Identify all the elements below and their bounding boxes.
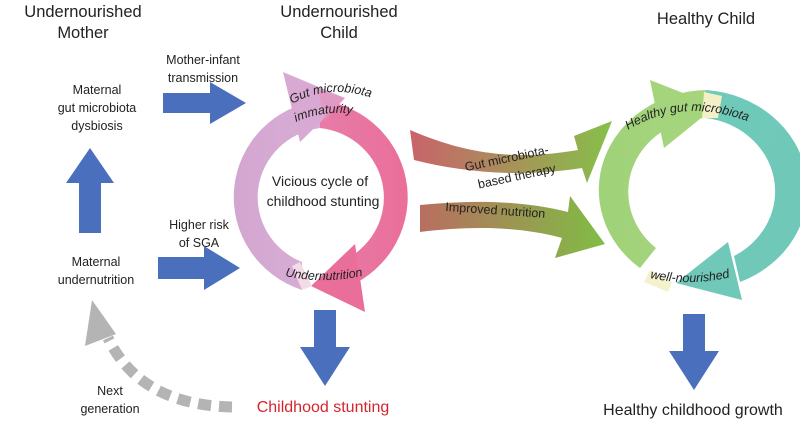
mother-infant-line1: Mother-infant [166, 53, 240, 67]
growth-down-arrow [669, 314, 719, 390]
dysbiosis-line1: Maternal [73, 83, 122, 97]
higher-risk-arrow [158, 246, 240, 290]
healthy-green-arc [598, 90, 706, 268]
higher-risk-line1: Higher risk [169, 218, 229, 232]
higher-risk-line2: of SGA [179, 236, 220, 250]
nutrition-label: Improved nutrition [445, 200, 546, 221]
header-child-line2: Child [320, 24, 358, 42]
mother-infant-arrow [163, 82, 246, 124]
therapy-bridge-arrow [410, 121, 612, 183]
header-child-line1: Undernourished [280, 3, 397, 21]
cycle-bottom-arrowhead [311, 244, 365, 312]
mother-infant-line2: transmission [168, 71, 238, 85]
next-generation-arrowhead [85, 300, 116, 346]
stunting-down-arrow [300, 310, 350, 386]
healthy-growth-label: Healthy childhood growth [603, 402, 783, 419]
healthy-top-arrowhead [650, 80, 716, 148]
healthy-teal-arc [706, 90, 800, 282]
header-mother-line1: Undernourished [24, 3, 141, 21]
nutrition-bridge-arrow [420, 196, 605, 258]
healthy-nourished-label: well-nourished [649, 266, 731, 285]
healthy-bottom-arrowhead [676, 242, 742, 300]
dysbiosis-line2: gut microbiota [58, 101, 137, 115]
cycle-junction [292, 262, 312, 290]
cycle-top-arrowhead-tip [318, 90, 345, 122]
healthy-bottom-junction [644, 270, 672, 292]
cycle-pink-arc [320, 100, 408, 290]
next-generation-dashed-arrow [103, 335, 233, 413]
header-mother-line2: Mother [57, 24, 109, 42]
cycle-center-line2: childhood stunting [267, 193, 380, 209]
cycle-lilac-arc [233, 100, 320, 290]
healthy-top-junction [702, 92, 722, 118]
next-generation-line2: generation [80, 402, 139, 416]
maternal-undernutrition-line1: Maternal [72, 255, 121, 269]
header-healthy-child: Healthy Child [657, 10, 755, 28]
cycle-undernutrition-label: Undernutrition [284, 265, 363, 283]
cycle-center-line1: Vicious cycle of [272, 173, 368, 189]
dysbiosis-line3: dysbiosis [71, 119, 122, 133]
maternal-undernutrition-line2: undernutrition [58, 273, 134, 287]
up-arrow [66, 148, 114, 233]
next-generation-line1: Next [97, 384, 123, 398]
cycle-top-arrowhead [283, 72, 345, 142]
childhood-stunting-label: Childhood stunting [257, 399, 390, 416]
